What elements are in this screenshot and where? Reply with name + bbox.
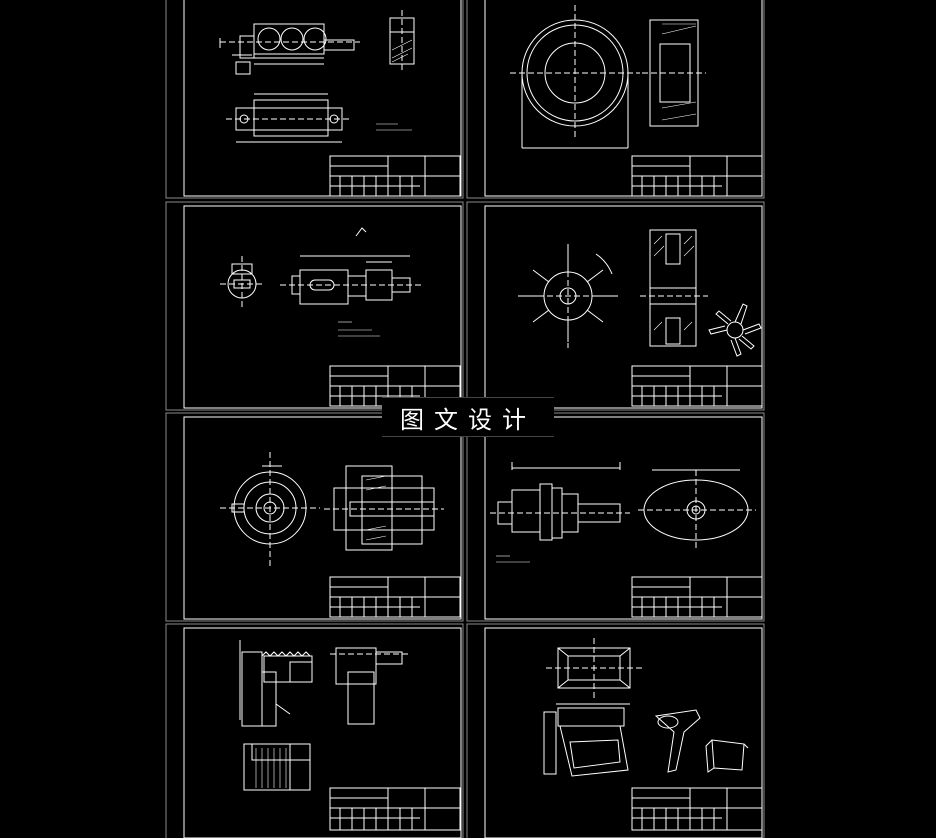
drawing-sheet-8 [466, 623, 765, 838]
drawing-sheet-5 [165, 412, 464, 622]
drawing-sheet-3 [165, 201, 464, 411]
drawing-sheet-1 [165, 0, 464, 199]
drawing-sheet-2 [466, 0, 765, 199]
drawing-sheet-6 [466, 412, 765, 622]
drawing-sheet-4 [466, 201, 765, 411]
drawing-sheet-7 [165, 623, 464, 838]
watermark-label: 图文设计 [382, 397, 554, 437]
